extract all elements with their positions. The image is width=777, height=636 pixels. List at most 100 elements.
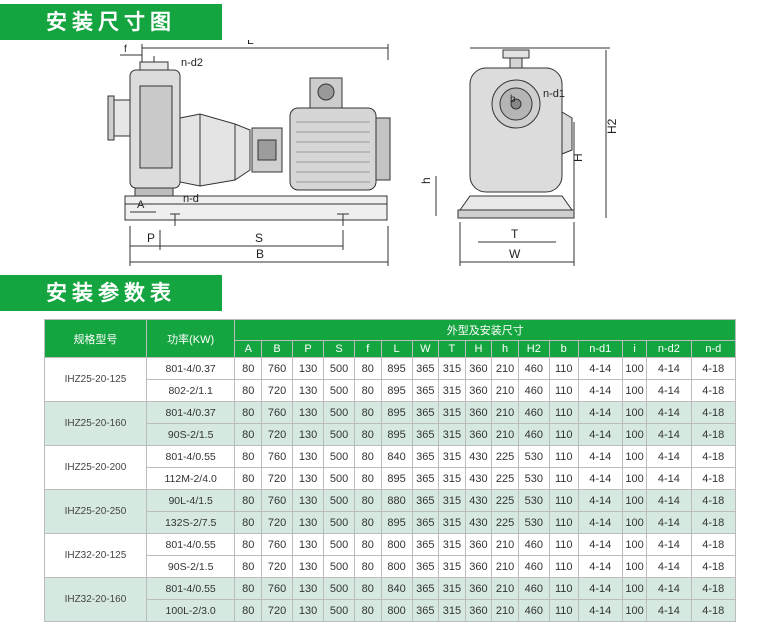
value-cell: 530 (517, 467, 550, 490)
value-cell: 4-14 (577, 357, 623, 380)
value-cell: 110 (548, 401, 579, 424)
value-cell: 315 (438, 423, 466, 446)
power-cell: 90S-2/1.5 (145, 423, 236, 446)
value-cell: 210 (491, 533, 519, 556)
value-cell: 365 (411, 401, 440, 424)
value-cell: 210 (491, 379, 519, 402)
header-col: H (464, 340, 493, 358)
value-cell: 110 (548, 379, 579, 402)
value-cell: 80 (234, 555, 263, 578)
value-cell: 460 (517, 599, 550, 622)
value-cell: 4-14 (577, 445, 623, 468)
value-cell: 460 (517, 577, 550, 600)
value-cell: 100 (621, 467, 648, 490)
value-cell: 4-14 (577, 533, 623, 556)
value-cell: 225 (491, 511, 519, 534)
header-col: i (621, 340, 648, 358)
model-cell: IHZ25-20-125 (44, 357, 147, 402)
value-cell: 4-14 (646, 511, 692, 534)
value-cell: 100 (621, 401, 648, 424)
value-cell: 80 (234, 357, 263, 380)
value-cell: 4-18 (690, 467, 737, 490)
value-cell: 315 (438, 555, 466, 578)
value-cell: 130 (292, 379, 325, 402)
value-cell: 110 (548, 489, 579, 512)
value-cell: 315 (438, 511, 466, 534)
value-cell: 430 (464, 445, 493, 468)
value-cell: 365 (411, 467, 440, 490)
dim-label-A: A (137, 199, 145, 211)
model-cell: IHZ25-20-160 (44, 401, 147, 446)
value-cell: 100 (621, 423, 648, 446)
value-cell: 80 (234, 401, 263, 424)
value-cell: 110 (548, 445, 579, 468)
value-cell: 500 (323, 401, 356, 424)
value-cell: 4-18 (690, 445, 737, 468)
value-cell: 4-18 (690, 357, 737, 380)
value-cell: 365 (411, 489, 440, 512)
value-cell: 4-14 (577, 401, 623, 424)
value-cell: 530 (517, 445, 550, 468)
value-cell: 110 (548, 533, 579, 556)
value-cell: 315 (438, 445, 466, 468)
value-cell: 360 (464, 401, 493, 424)
value-cell: 80 (234, 467, 263, 490)
value-cell: 365 (411, 357, 440, 380)
dim-label-n-d2: n-d2 (181, 57, 203, 69)
section-title-install-dimensions: 安装尺寸图 (0, 4, 222, 40)
dim-label-P: P (147, 231, 155, 245)
value-cell: 460 (517, 379, 550, 402)
value-cell: 4-14 (646, 489, 692, 512)
value-cell: 4-14 (577, 379, 623, 402)
model-cell: IHZ25-20-250 (44, 489, 147, 534)
dim-label-f: f (124, 44, 127, 55)
power-cell: 90S-2/1.5 (145, 555, 236, 578)
header-col: A (234, 340, 263, 358)
header-dimensions-group: 外型及安装尺寸 (234, 319, 736, 341)
header-col: T (438, 340, 466, 358)
value-cell: 130 (292, 577, 325, 600)
value-cell: 360 (464, 423, 493, 446)
value-cell: 315 (438, 401, 466, 424)
value-cell: 225 (491, 467, 519, 490)
value-cell: 80 (354, 379, 382, 402)
value-cell: 4-14 (646, 423, 692, 446)
value-cell: 720 (261, 467, 294, 490)
value-cell: 4-14 (646, 445, 692, 468)
power-cell: 801-4/0.55 (145, 445, 236, 468)
value-cell: 4-14 (646, 467, 692, 490)
dim-label-H2: H2 (605, 118, 619, 134)
value-cell: 4-18 (690, 379, 737, 402)
installation-dimension-drawing: L f n-d2 A n-d P S B n-d1 b H2 H h T W (107, 40, 619, 266)
value-cell: 80 (354, 445, 382, 468)
value-cell: 130 (292, 357, 325, 380)
value-cell: 500 (323, 467, 356, 490)
model-cell: IHZ25-20-200 (44, 445, 147, 490)
value-cell: 760 (261, 533, 294, 556)
value-cell: 130 (292, 555, 325, 578)
value-cell: 840 (380, 445, 413, 468)
model-cell: IHZ32-20-125 (44, 533, 147, 578)
header-col: f (354, 340, 382, 358)
value-cell: 4-14 (646, 401, 692, 424)
value-cell: 4-18 (690, 577, 737, 600)
value-cell: 4-14 (577, 511, 623, 534)
value-cell: 4-18 (690, 401, 737, 424)
value-cell: 80 (354, 555, 382, 578)
value-cell: 100 (621, 599, 648, 622)
value-cell: 4-14 (646, 533, 692, 556)
value-cell: 80 (354, 489, 382, 512)
value-cell: 895 (380, 467, 413, 490)
value-cell: 210 (491, 357, 519, 380)
value-cell: 80 (234, 445, 263, 468)
value-cell: 210 (491, 599, 519, 622)
value-cell: 225 (491, 489, 519, 512)
value-cell: 4-18 (690, 511, 737, 534)
header-col: P (292, 340, 325, 358)
value-cell: 360 (464, 357, 493, 380)
value-cell: 800 (380, 599, 413, 622)
value-cell: 210 (491, 577, 519, 600)
value-cell: 530 (517, 511, 550, 534)
